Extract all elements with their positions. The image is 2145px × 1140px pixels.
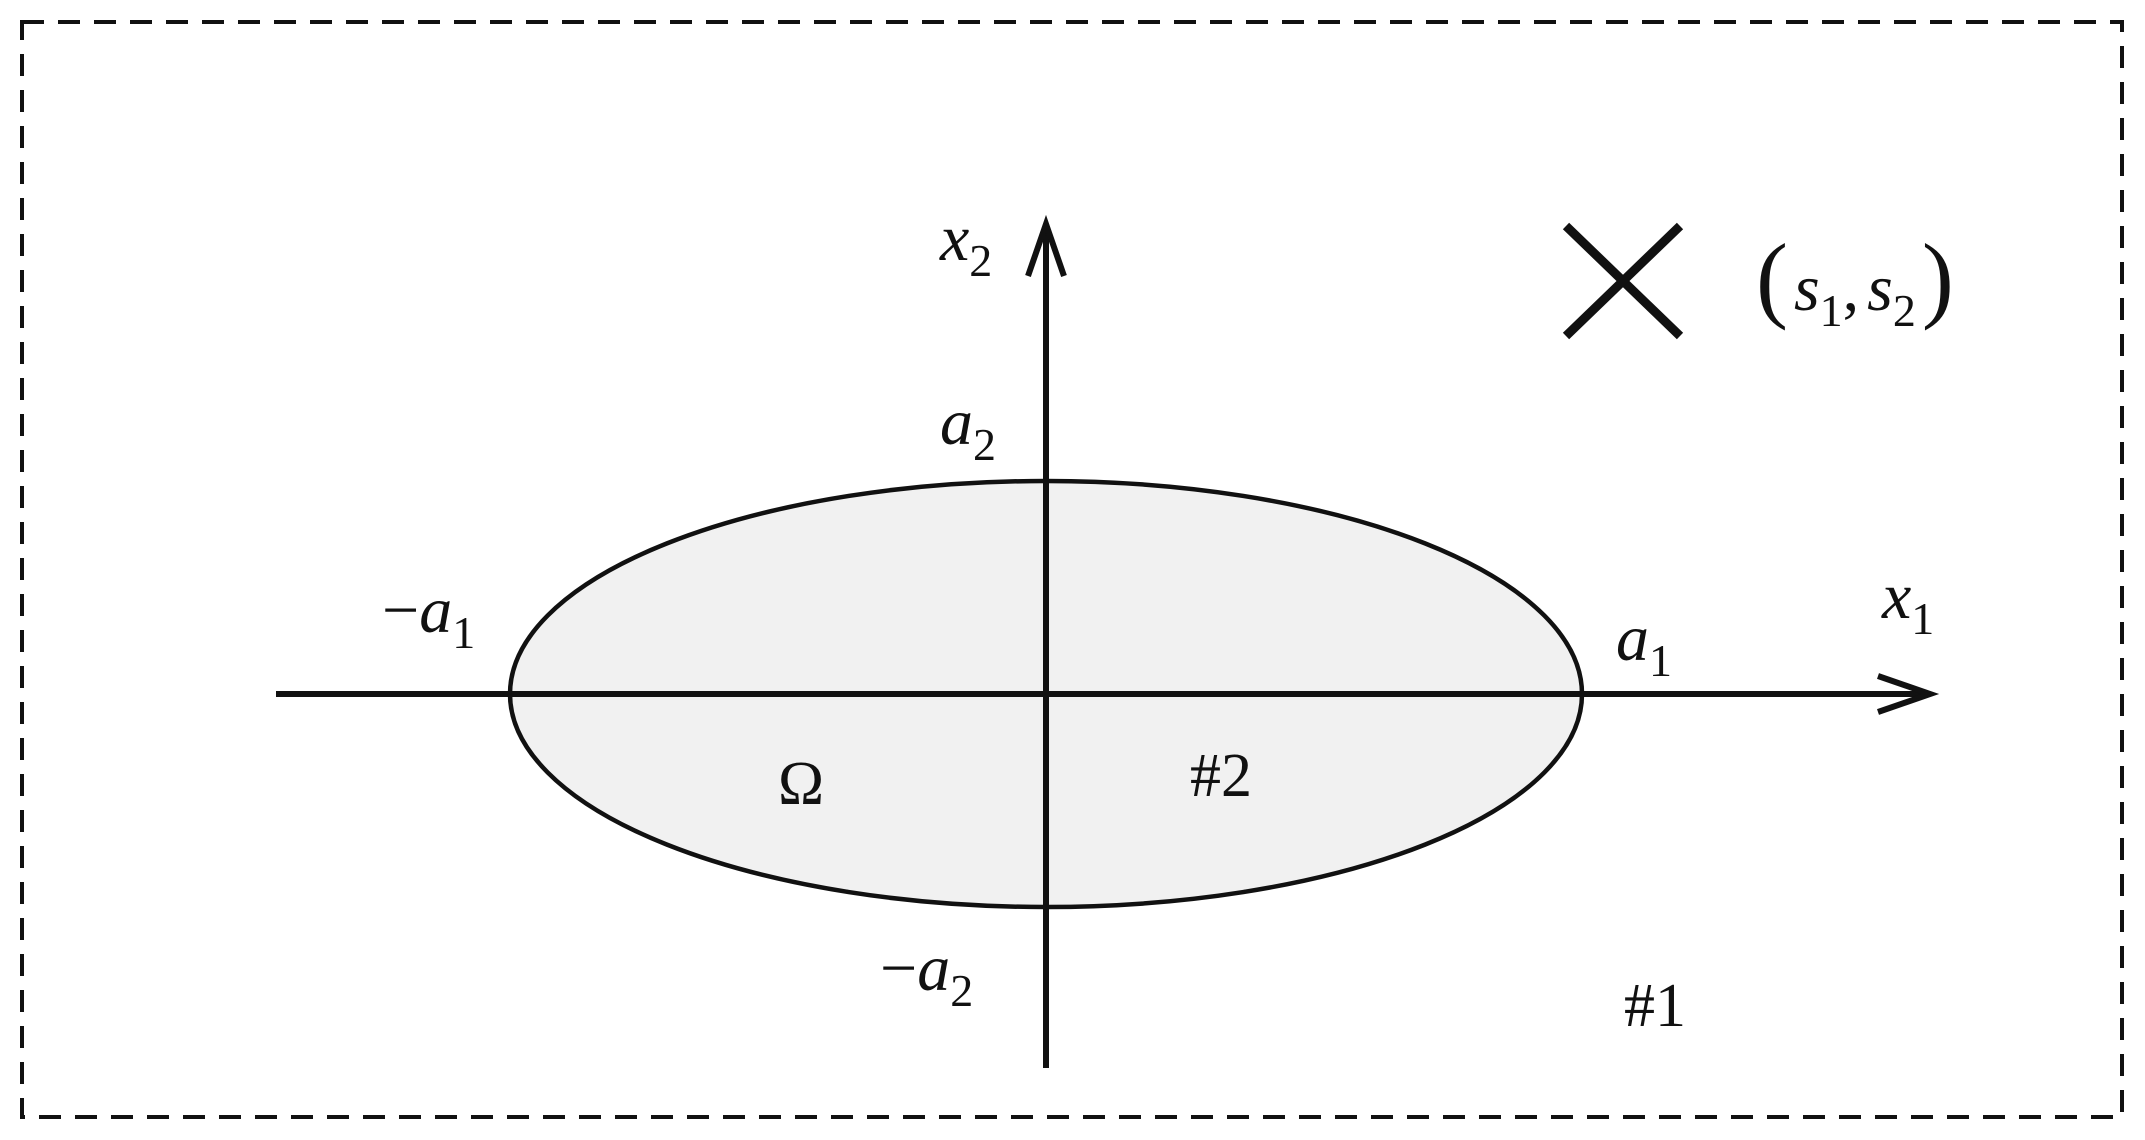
dashed-boundary	[20, 20, 2124, 1119]
cross-icon	[1562, 222, 1684, 340]
region-1-label: #1	[1624, 972, 1686, 1040]
omega-region-label: Ω	[778, 750, 824, 818]
source-point-label: (s1,s2)	[1756, 224, 1954, 336]
a1-label: a1	[1616, 602, 1672, 686]
x2-axis-label: x2	[939, 202, 992, 286]
region-2-label: #2	[1190, 742, 1252, 810]
neg-a1-label: −a1	[382, 574, 475, 658]
x1-arrowhead	[1877, 673, 1940, 715]
x1-axis-label: x1	[1881, 560, 1934, 644]
a2-label: a2	[940, 386, 996, 470]
x2-arrowhead	[1025, 214, 1067, 277]
neg-a2-label: −a2	[880, 932, 973, 1016]
